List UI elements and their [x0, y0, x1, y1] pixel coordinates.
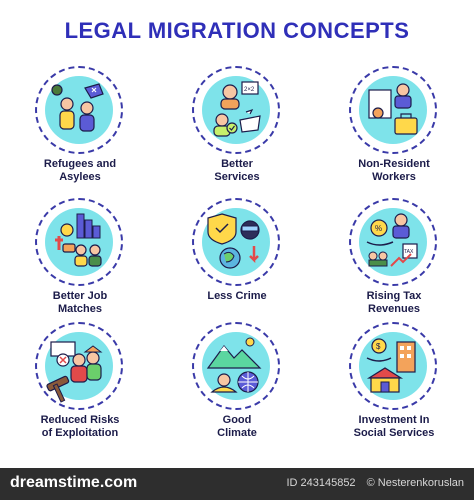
job-matches-icon	[55, 213, 102, 267]
footer-bar: dreamstime.com ID 243145852 © Nesterenko…	[0, 468, 474, 500]
concept-label: Non-Resident Workers	[358, 158, 430, 183]
concept-badge	[192, 322, 280, 410]
less-crime-icon	[207, 213, 260, 269]
concept-badge: % TAX	[349, 198, 437, 286]
concept-badge	[35, 198, 123, 286]
image-id: ID 243145852	[286, 477, 356, 489]
concept-badge	[35, 322, 123, 410]
concept-card: Less Crime	[177, 198, 297, 323]
concept-badge	[35, 66, 123, 154]
exploitation-icon	[46, 341, 103, 403]
footer-id: ID 243145852 © Nesterenkoruslan	[278, 477, 464, 489]
page-title: LEGAL MIGRATION CONCEPTS	[64, 18, 410, 43]
svg-text:TAX: TAX	[404, 249, 414, 255]
investment-icon: $	[366, 338, 416, 393]
svg-text:$: $	[376, 342, 381, 351]
svg-text:%: %	[375, 224, 382, 233]
concept-label: Investment In Social Services	[353, 414, 435, 439]
concept-badge: $	[349, 322, 437, 410]
concept-card: Good Climate	[177, 322, 297, 447]
svg-text:2×2: 2×2	[244, 87, 255, 93]
concept-label: Less Crime	[207, 290, 267, 302]
concept-card: Refugees and Asylees	[20, 66, 140, 191]
concept-card: 2×2 Better Services	[177, 66, 297, 191]
climate-icon	[206, 337, 262, 393]
services-icon: 2×2	[213, 81, 261, 137]
concept-badge	[349, 66, 437, 154]
workers-icon	[368, 83, 418, 135]
concept-label: Better Services	[214, 158, 260, 183]
concept-label: Refugees and Asylees	[43, 158, 117, 183]
concept-card: % TAX Rising Tax Revenues	[334, 198, 454, 323]
author-credit: © Nesterenkoruslan	[366, 477, 464, 489]
concept-label: Good Climate	[217, 414, 257, 439]
concept-badge: 2×2	[192, 66, 280, 154]
concept-card: Better Job Matches	[20, 198, 140, 323]
tax-revenues-icon: % TAX	[366, 213, 418, 267]
brand-logo: dreamstime.com	[10, 474, 138, 491]
refugees-icon	[51, 83, 104, 132]
concept-card: Non-Resident Workers	[334, 66, 454, 191]
concept-card: $ Investment In Social Services	[334, 322, 454, 447]
concept-card: Reduced Risks of Exploitation	[20, 322, 140, 447]
concept-label: Better Job Matches	[52, 290, 108, 315]
concept-label: Reduced Risks of Exploitation	[40, 414, 120, 439]
concept-label: Rising Tax Revenues	[366, 290, 422, 315]
concept-badge	[192, 198, 280, 286]
